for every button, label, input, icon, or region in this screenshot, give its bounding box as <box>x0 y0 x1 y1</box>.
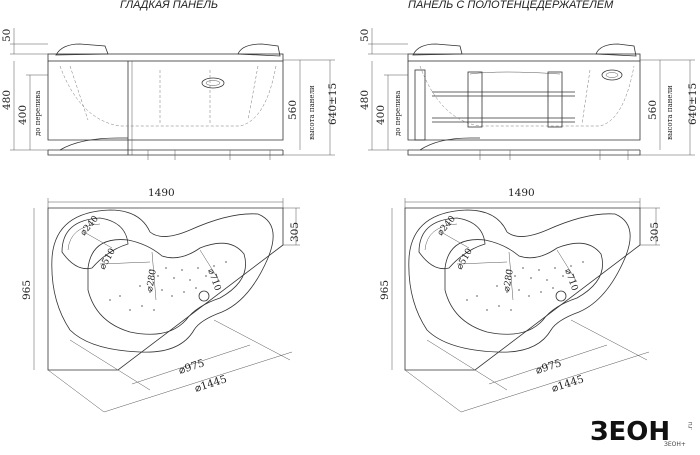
dim-height-left: 480 <box>1 90 13 110</box>
dim-r240-left: ⌀240 <box>79 214 101 238</box>
dim-r710-right: ⌀710 <box>562 268 579 293</box>
dim-r1445-left: ⌀1445 <box>193 373 228 395</box>
logo-tld: .ru <box>687 422 694 430</box>
dim-width-right: 1490 <box>508 187 535 199</box>
dim-panel-left: 560 <box>287 100 299 120</box>
plan-view-right: 1490 965 305 ⌀240 ⌀510 ⌀280 ⌀710 <box>379 187 661 413</box>
plan-view-left: 1490 965 305 ⌀240 <box>21 187 301 413</box>
dim-r280-left: ⌀280 <box>145 268 159 292</box>
panel-label-right: высота панели <box>666 85 674 140</box>
dim-height-right: 480 <box>359 90 371 110</box>
dim-depth-left: 965 <box>21 280 33 300</box>
overflow-label-right: до перелива <box>394 91 402 136</box>
overflow-label-left: до перелива <box>34 91 42 136</box>
dim-width-left: 1490 <box>148 187 175 199</box>
dim-r710-left: ⌀710 <box>205 268 222 293</box>
side-view-right: 50 480 400 до перелива 560 высота панели… <box>359 28 699 160</box>
panel-label-left: высота панели <box>308 85 316 140</box>
logo-brand: ЗЕОН <box>590 417 670 447</box>
dim-depth-right: 965 <box>379 280 391 300</box>
dim-r1445-right: ⌀1445 <box>550 373 585 395</box>
side-view-left: 50 480 400 до перелива 560 высота панели… <box>1 28 339 160</box>
dim-r240-right: ⌀240 <box>436 214 458 238</box>
dim-r975-right: ⌀975 <box>534 357 563 377</box>
dim-panel-right: 560 <box>647 100 659 120</box>
dim-r975-left: ⌀975 <box>177 357 206 377</box>
dim-r280-right: ⌀280 <box>502 268 516 292</box>
zeon-logo: ЗЕОН ЗЕОН+ .ru <box>590 417 694 448</box>
dim-top-right: 50 <box>359 29 371 42</box>
dim-top-left: 50 <box>1 29 13 42</box>
dim-total-left: 640±15 <box>327 83 339 125</box>
dim-total-right: 640±15 <box>687 83 699 125</box>
dim-overflow-right: 400 <box>375 105 387 125</box>
title-smooth-panel: ГЛАДКАЯ ПАНЕЛЬ <box>120 0 218 11</box>
dim-overflow-left: 400 <box>17 105 29 125</box>
dim-corner-left: 305 <box>289 222 301 242</box>
title-towel-panel: ПАНЕЛЬ С ПОЛОТЕНЦЕДЕРЖАТЕЛЕМ <box>408 0 614 11</box>
dim-corner-right: 305 <box>649 222 661 242</box>
logo-sub: ЗЕОН+ <box>664 441 686 448</box>
